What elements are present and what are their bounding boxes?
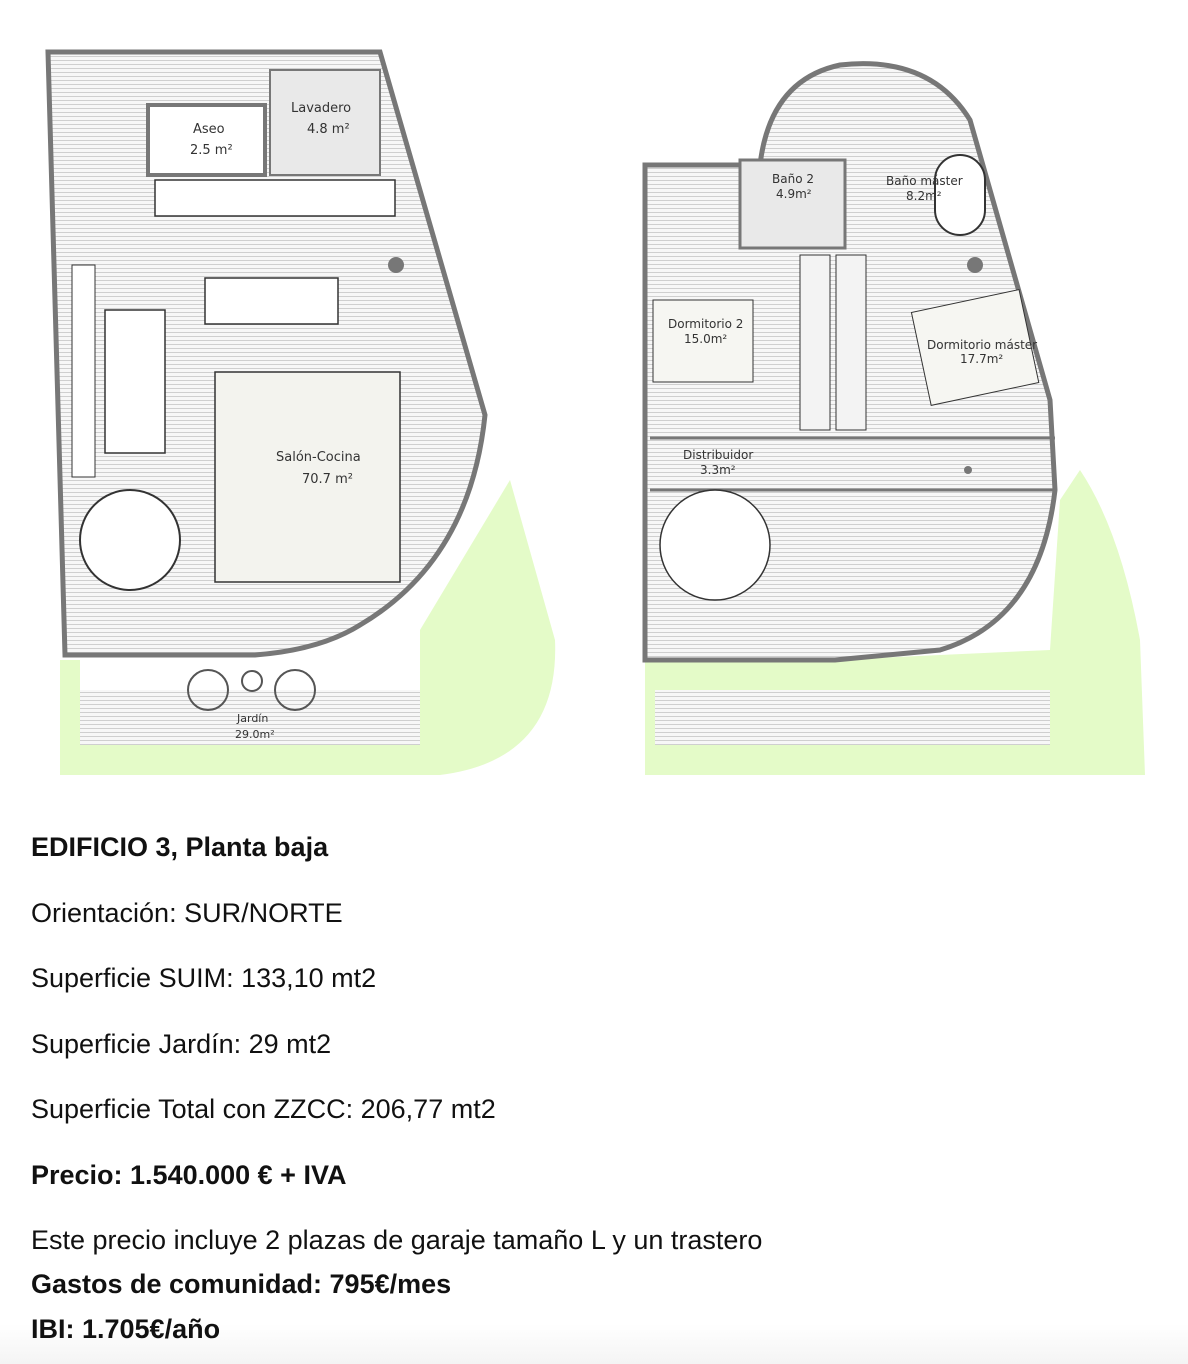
- column: [967, 257, 983, 273]
- bottom-fade: [0, 1324, 1188, 1364]
- surface-garden: Superficie Jardín: 29 mt2: [31, 1029, 332, 1059]
- aseo-room: [146, 103, 267, 177]
- spiral-staircase: [79, 489, 181, 591]
- orientation: Orientación: SUR/NORTE: [31, 898, 343, 928]
- column: [388, 257, 404, 273]
- terrace-area: [80, 690, 420, 745]
- spiral-staircase-upper: [659, 489, 771, 601]
- rug: [104, 309, 166, 454]
- bed-dormitorio-2: [652, 299, 754, 383]
- column: [964, 466, 972, 474]
- title-floor: , Planta baja: [170, 832, 329, 862]
- ibi-tax: IBI: 1.705€/año: [31, 1314, 221, 1344]
- sideboard: [71, 264, 96, 478]
- garden-chair: [187, 669, 229, 711]
- bathtub: [934, 154, 986, 236]
- title-building: EDIFICIO 3: [31, 832, 171, 862]
- garden-table: [241, 670, 263, 692]
- price: Precio: 1.540.000 € + IVA: [31, 1160, 347, 1190]
- wardrobe: [799, 254, 831, 431]
- garden-chair: [274, 669, 316, 711]
- surface-total: Superficie Total con ZZCC: 206,77 mt2: [31, 1094, 496, 1124]
- community-fees: Gastos de comunidad: 795€/mes: [31, 1269, 452, 1299]
- surface-suim: Superficie SUIM: 133,10 mt2: [31, 963, 377, 993]
- lavadero-room: [269, 69, 381, 176]
- price-includes: Este precio incluye 2 plazas de garaje t…: [31, 1225, 763, 1255]
- dining-table: [204, 277, 339, 325]
- terrace-area-upper: [655, 690, 1050, 745]
- bed-dormitorio-master: [910, 288, 1040, 406]
- garden-area: [60, 480, 556, 775]
- listing-title: EDIFICIO 3, Planta baja: [31, 831, 328, 863]
- kitchen-counter: [154, 179, 396, 217]
- sofa-area: [214, 371, 401, 583]
- wardrobe: [835, 254, 867, 431]
- bano-2-room: [738, 158, 847, 250]
